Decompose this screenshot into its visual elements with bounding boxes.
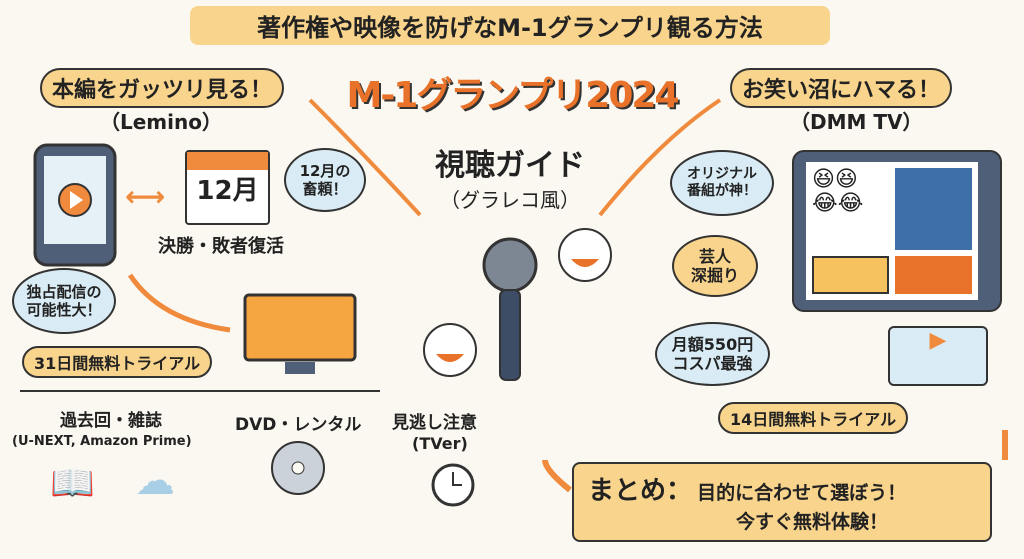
dmm-trial: 14日間無料トライアル — [718, 402, 909, 434]
bubble-price: 月額550円コスパ最強 — [655, 322, 770, 386]
tver-service: (TVer) — [412, 434, 468, 453]
style-note: （グラレコ風） — [440, 188, 580, 212]
dvd-icon — [271, 441, 325, 495]
calendar-caption: 決勝・敗者復活 — [158, 236, 284, 257]
tablet-icon: 😆😆😂😂 — [792, 150, 1002, 312]
subtitle: 視聴ガイド — [435, 148, 585, 183]
lemino-trial: 31日間無料トライアル — [22, 346, 213, 378]
book-icon: 📖 — [50, 463, 95, 504]
summary-text: 目的に合わせて選ぼう！ — [697, 482, 907, 504]
arrow-summary-left — [542, 459, 572, 493]
arrow-phone-to-tv — [127, 273, 231, 333]
past-episodes: 過去回・雑誌 — [60, 411, 162, 431]
double-arrow-icon: ⟷ — [125, 180, 166, 213]
cloud-icon: ☁ — [135, 458, 175, 504]
media-collage-icon: ▶ — [888, 326, 988, 386]
bubble-original: オリジナル番組が神！ — [670, 150, 774, 216]
calendar-icon: 12月 — [185, 150, 270, 225]
laughing-face-icon — [423, 323, 477, 377]
logo: M-1グランプリ2024 — [346, 75, 680, 116]
tv-icon — [243, 293, 357, 374]
lemino-heading: 本編をガッツリ見る！ — [40, 68, 285, 108]
tver-notice: 見逃し注意 — [392, 413, 477, 433]
past-services: (U-NEXT, Amazon Prime) — [12, 434, 192, 449]
bubble-comedian: 芸人深掘り — [672, 235, 758, 297]
page-title: 著作権や映像を防げなM-1グランプリ観る方法 — [190, 6, 830, 45]
laughing-face-icon — [558, 228, 612, 282]
divider — [20, 390, 380, 392]
summary-label: まとめ： — [588, 476, 693, 506]
lemino-service: （Lemino） — [100, 110, 222, 134]
dmm-service: （DMM TV） — [790, 110, 923, 134]
summary-cta: 今すぐ無料体験！ — [735, 511, 888, 533]
microphone-icon — [482, 237, 538, 381]
smartphone-icon — [33, 143, 117, 267]
clock-icon — [431, 463, 475, 507]
summary-box: まとめ： 目的に合わせて選ぼう！ 今すぐ無料体験！ — [572, 462, 992, 542]
dmm-heading: お笑い沼にハマる！ — [730, 68, 953, 108]
dvd-rental: DVD・レンタル — [235, 415, 362, 435]
bubble-exclusive: 独占配信の可能性大！ — [12, 268, 116, 334]
bubble-month: 12月の畜頼！ — [284, 148, 366, 212]
